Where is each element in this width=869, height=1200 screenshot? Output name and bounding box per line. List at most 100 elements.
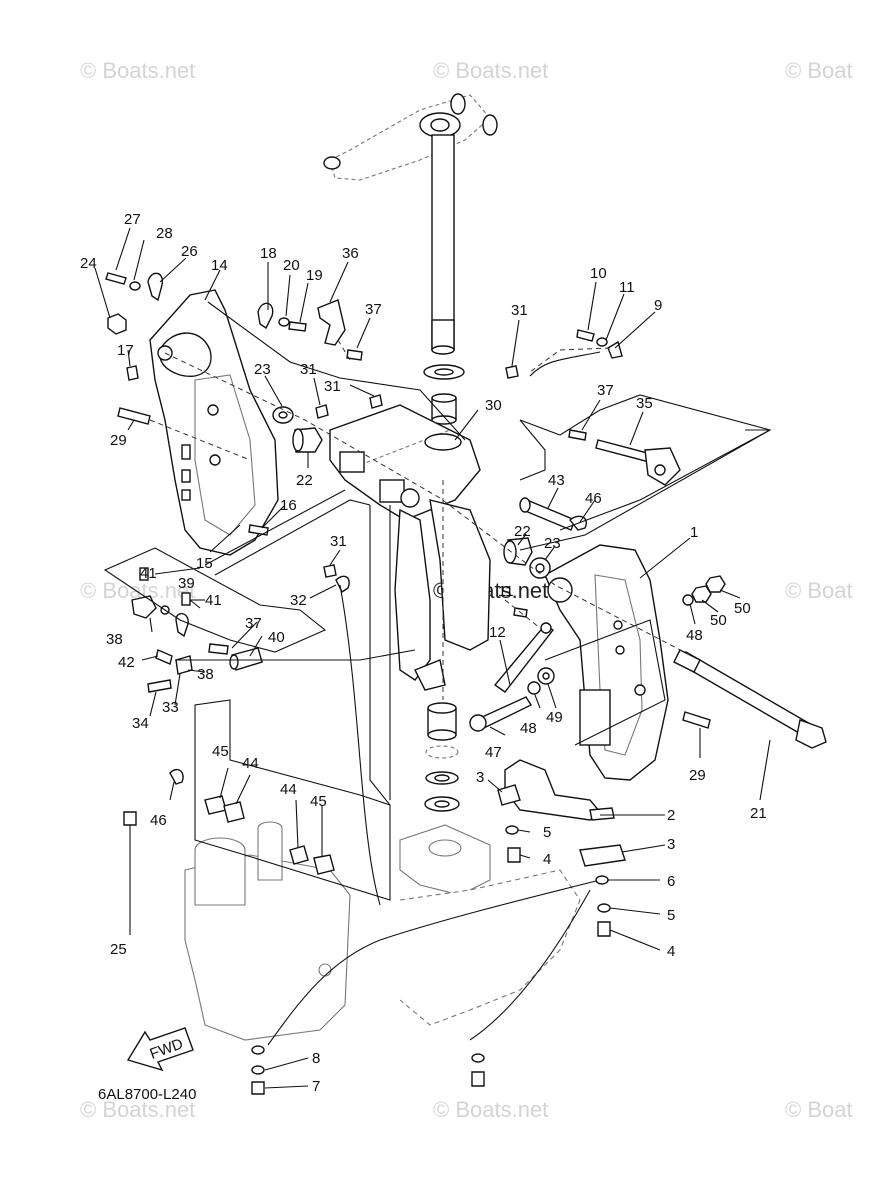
watermark-top-center: © Boats.net — [433, 58, 548, 83]
shaft-bushings-lower — [424, 702, 460, 812]
callout-41: 41 — [140, 565, 157, 582]
group-frames — [103, 301, 772, 901]
callout-48: 48 — [686, 627, 703, 644]
callout-18: 18 — [260, 245, 277, 262]
callout-36: 36 — [342, 245, 359, 262]
callout-31: 31 — [324, 378, 341, 395]
callout-labels: 27 28 26 24 14 18 20 19 36 10 11 9 17 37… — [80, 211, 767, 1095]
tilt-stop-lever — [317, 299, 346, 346]
watermark-top-right: © Boat — [785, 58, 853, 83]
assembly-centerlines — [149, 339, 691, 700]
callout-14: 14 — [211, 257, 228, 274]
tilt-pin — [469, 696, 533, 732]
callout-24: 24 — [80, 255, 97, 272]
watermark-bottom-left: © Boats.net — [80, 1097, 195, 1122]
callout-27: 27 — [124, 211, 141, 228]
callout-42: 42 — [118, 654, 135, 671]
callout-26: 26 — [181, 243, 198, 260]
callout-44: 44 — [280, 781, 297, 798]
callout-29: 29 — [689, 767, 706, 784]
shaft-washers-bushings-upper — [423, 364, 465, 425]
callout-3: 3 — [476, 769, 484, 786]
watermark-mid-right: © Boat — [785, 578, 853, 603]
callout-21: 21 — [750, 805, 767, 822]
callout-17: 17 — [117, 342, 134, 359]
callout-28: 28 — [156, 225, 173, 242]
callout-45: 45 — [310, 793, 327, 810]
callout-37: 37 — [365, 301, 382, 318]
shaft-43 — [519, 497, 576, 531]
callout-22: 22 — [514, 523, 531, 540]
stopper-bracket — [497, 759, 626, 867]
callout-15: 15 — [196, 555, 213, 572]
lower-mount-housing — [399, 824, 581, 1026]
callout-16: 16 — [280, 497, 297, 514]
callout-34: 34 — [132, 715, 149, 732]
clamp-bracket-left — [149, 289, 279, 556]
callout-35: 35 — [636, 395, 653, 412]
callout-25: 25 — [110, 941, 127, 958]
cable-tie — [123, 768, 184, 905]
drawing-code: 6AL8700-L240 — [98, 1086, 196, 1103]
callout-1: 1 — [690, 524, 698, 541]
callout-45: 45 — [212, 743, 229, 760]
callout-50: 50 — [734, 600, 751, 617]
callout-30: 30 — [485, 397, 502, 414]
callout-3: 3 — [667, 836, 675, 853]
leader-lines — [94, 227, 771, 1089]
callout-5: 5 — [543, 824, 551, 841]
callout-4: 4 — [543, 851, 551, 868]
hardware-bolts-nuts — [105, 272, 726, 729]
callout-50: 50 — [710, 612, 727, 629]
callout-43: 43 — [548, 472, 565, 489]
trim-lever — [595, 439, 681, 486]
callout-48: 48 — [520, 720, 537, 737]
callout-5: 5 — [667, 907, 675, 924]
swivel-bracket — [329, 404, 491, 691]
callout-40: 40 — [268, 629, 285, 646]
callout-46: 46 — [585, 490, 602, 507]
through-tube — [673, 649, 827, 749]
callout-19: 19 — [306, 267, 323, 284]
callout-37: 37 — [245, 615, 262, 632]
watermark-top-left: © Boats.net — [80, 58, 195, 83]
callout-44: 44 — [242, 755, 259, 772]
callout-31: 31 — [330, 533, 347, 550]
steering-shaft — [431, 134, 455, 355]
callout-20: 20 — [283, 257, 300, 274]
callout-37: 37 — [597, 382, 614, 399]
watermark-bottom-right: © Boat — [785, 1097, 853, 1122]
callout-23: 23 — [254, 361, 271, 378]
callout-39: 39 — [178, 575, 195, 592]
callout-2: 2 — [667, 807, 675, 824]
callout-6: 6 — [667, 873, 675, 890]
fwd-arrow: FWD — [126, 1027, 194, 1072]
callout-32: 32 — [290, 592, 307, 609]
callout-29: 29 — [110, 432, 127, 449]
callout-46: 46 — [150, 812, 167, 829]
watermark-bottom-center: © Boats.net — [433, 1097, 548, 1122]
callout-11: 11 — [619, 279, 635, 296]
callout-47: 47 — [485, 744, 502, 761]
clamp-bracket-right — [544, 544, 669, 781]
power-trim-tilt-unit — [184, 821, 351, 1041]
callout-23: 23 — [544, 535, 561, 552]
callout-7: 7 — [312, 1078, 320, 1095]
callout-33: 33 — [162, 699, 179, 716]
tilt-lock-subassembly — [131, 567, 263, 693]
steering-arm — [323, 93, 498, 181]
callout-4: 4 — [667, 943, 675, 960]
callout-38: 38 — [106, 631, 123, 648]
callout-11: 11 — [498, 583, 514, 600]
callout-10: 10 — [590, 265, 607, 282]
bushings-22-23 — [272, 406, 551, 579]
callout-38: 38 — [197, 666, 214, 683]
callout-8: 8 — [312, 1050, 320, 1067]
callout-9: 9 — [654, 297, 662, 314]
callout-12: 12 — [489, 624, 506, 641]
hose-fittings — [204, 795, 335, 875]
callout-49: 49 — [546, 709, 563, 726]
callout-31: 31 — [300, 361, 317, 378]
anode-plate — [493, 622, 555, 693]
